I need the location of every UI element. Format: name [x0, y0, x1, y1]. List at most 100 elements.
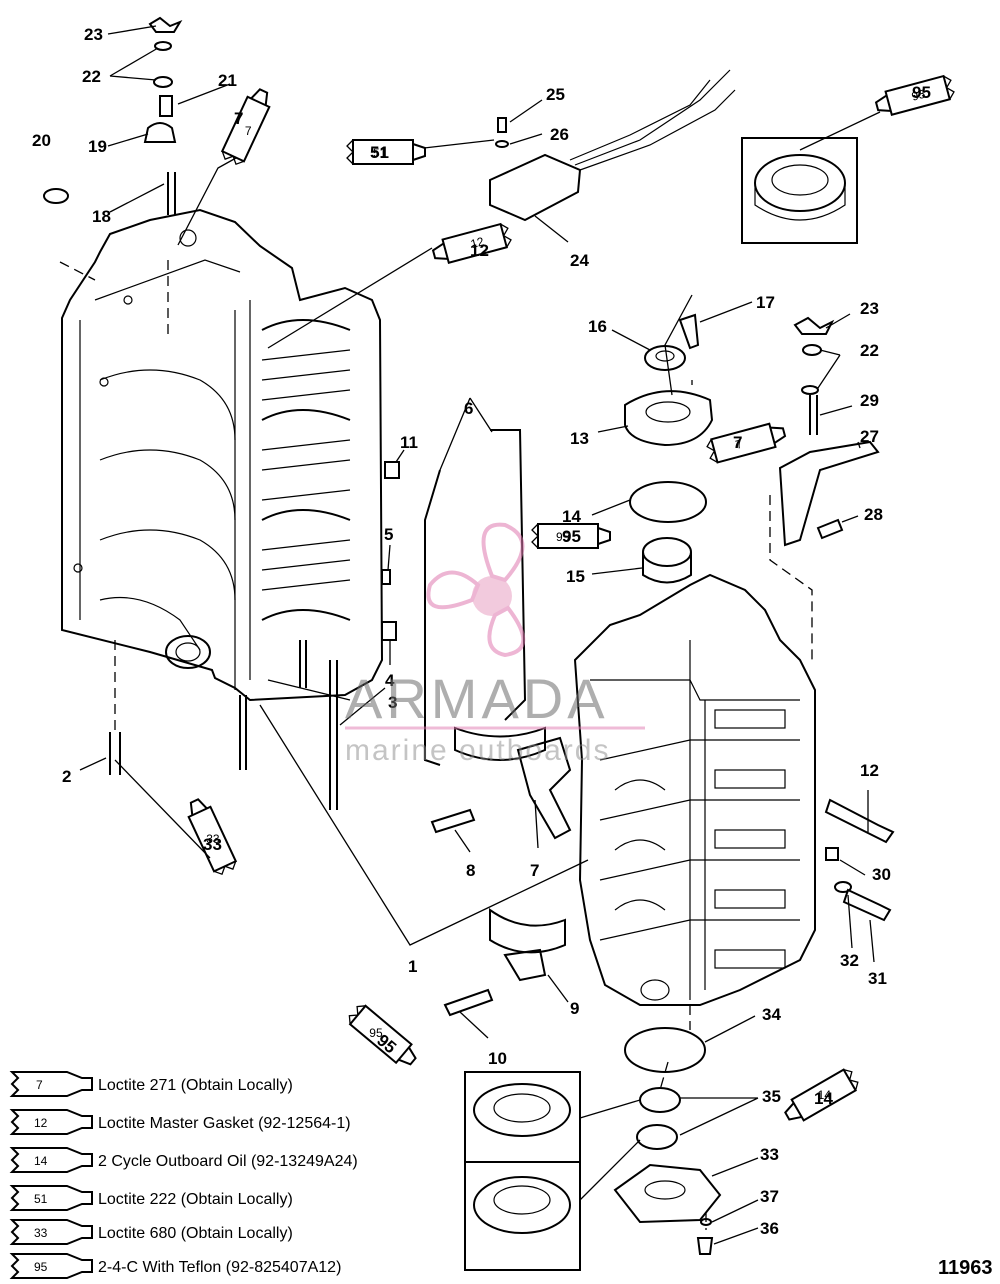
retainer-upper — [454, 726, 546, 761]
callout: 17 — [756, 293, 775, 312]
inset-seal-inner — [771, 164, 829, 196]
figure-number: 11963 — [938, 1257, 993, 1279]
needle-bearing — [642, 537, 692, 567]
callout: 9 — [570, 999, 579, 1018]
callout-numbers: 23 22 21 20 19 18 7 25 26 51 95 24 12 17… — [32, 25, 931, 1238]
inset-seal-side — [754, 183, 846, 221]
washer — [153, 76, 173, 88]
tube-12: 12 — [431, 222, 512, 264]
callout: 27 — [860, 427, 879, 446]
callout: 4 — [385, 671, 395, 690]
fitting — [384, 461, 400, 479]
screw — [443, 988, 494, 1017]
callout: 33 — [760, 1145, 779, 1164]
tube-7-right: 7 — [706, 422, 787, 464]
callout: 22 — [82, 67, 101, 86]
wing-nut — [148, 16, 183, 33]
tube-51: 51 — [346, 139, 426, 165]
o-ring-lower — [624, 1027, 706, 1073]
legend-text: Loctite 222 (Obtain Locally) — [98, 1191, 293, 1208]
inset-lower-seal-b-inner — [493, 1185, 551, 1215]
callout: 7 — [733, 433, 742, 452]
callout: 7 — [530, 861, 539, 880]
watermark-subtitle: marine outboards — [345, 734, 610, 767]
washer — [802, 344, 822, 356]
bolt — [842, 888, 892, 922]
washer — [154, 41, 172, 51]
callout: 34 — [762, 1005, 781, 1024]
washer — [834, 881, 852, 893]
callout: 14 — [814, 1089, 833, 1108]
legend-row: 51 Loctite 222 (Obtain Locally) — [9, 1185, 293, 1211]
callout: 33 — [203, 835, 222, 854]
callout: 25 — [546, 85, 565, 104]
callout: 18 — [92, 207, 111, 226]
watermark-title: ARMADA — [345, 667, 609, 730]
callout: 30 — [872, 865, 891, 884]
upper-end-cap — [624, 390, 714, 447]
callout: 10 — [488, 1049, 507, 1068]
callout: 13 — [570, 429, 589, 448]
callout: 35 — [762, 1087, 781, 1106]
legend: 7 Loctite 271 (Obtain Locally) 12 Loctit… — [9, 1071, 358, 1279]
callout: 22 — [860, 341, 879, 360]
lower-end-cap — [613, 1163, 722, 1224]
callout: 2 — [62, 767, 71, 786]
bolt — [824, 798, 895, 844]
callout: 14 — [562, 507, 581, 526]
dowel-pin — [381, 621, 397, 641]
callout: 23 — [860, 299, 879, 318]
callout: 95 — [912, 83, 931, 102]
screw — [430, 808, 476, 834]
tube-7-top: 7 — [220, 88, 271, 166]
legend-row: 33 Loctite 680 (Obtain Locally) — [9, 1219, 293, 1245]
tube-label: 51 — [373, 146, 387, 160]
tube-label: 7 — [245, 124, 252, 138]
harness — [569, 69, 736, 171]
callout: 16 — [588, 317, 607, 336]
callout: 26 — [550, 125, 569, 144]
legend-code: 33 — [34, 1226, 48, 1240]
callout: 20 — [32, 131, 51, 150]
legend-text: Loctite 271 (Obtain Locally) — [98, 1077, 293, 1094]
inset-box-upper-seal — [741, 137, 858, 244]
lower-end-cap-bore — [644, 1180, 686, 1200]
callout: 19 — [88, 137, 107, 156]
inset-lower-seal-a — [473, 1083, 571, 1137]
stud — [109, 732, 121, 775]
legend-text: Loctite Master Gasket (92-12564-1) — [98, 1115, 351, 1132]
inset-lower-seal-b — [473, 1176, 571, 1234]
callout: 15 — [566, 567, 585, 586]
inset-box-lower-seal-a — [464, 1071, 581, 1163]
throttle-bracket — [778, 440, 880, 547]
stud — [167, 172, 176, 215]
tube-95-top: 95 — [874, 74, 955, 116]
retainer-lower — [489, 908, 566, 954]
tube-label: 33 — [206, 832, 220, 846]
leader-lines — [79, 25, 881, 1245]
callout: 21 — [218, 71, 237, 90]
callout: 1 — [408, 957, 417, 976]
legend-row: 12 Loctite Master Gasket (92-12564-1) — [9, 1109, 351, 1135]
lower-seal — [639, 1087, 681, 1113]
washer — [801, 385, 819, 395]
tube-95-bottom: 95 — [348, 1004, 417, 1066]
legend-code: 7 — [36, 1078, 43, 1092]
bolt — [678, 313, 700, 350]
crankcase-cover — [573, 573, 816, 1006]
screw — [696, 1237, 714, 1255]
bleed-hose — [424, 429, 527, 766]
legend-code: 51 — [34, 1192, 48, 1206]
retainer-lower-arm — [503, 948, 547, 982]
callout: 12 — [470, 241, 489, 260]
screw — [816, 518, 844, 540]
watermark: ARMADA marine outboards — [345, 522, 645, 767]
inset-lower-seal-a-inner — [493, 1093, 551, 1123]
callout: 29 — [860, 391, 879, 410]
tube-label: 95 — [556, 530, 570, 544]
retainer-arm — [516, 736, 572, 840]
lockwasher — [495, 140, 509, 148]
legend-code: 95 — [34, 1260, 48, 1274]
callout: 23 — [84, 25, 103, 44]
tube-label: 14 — [818, 1088, 832, 1102]
